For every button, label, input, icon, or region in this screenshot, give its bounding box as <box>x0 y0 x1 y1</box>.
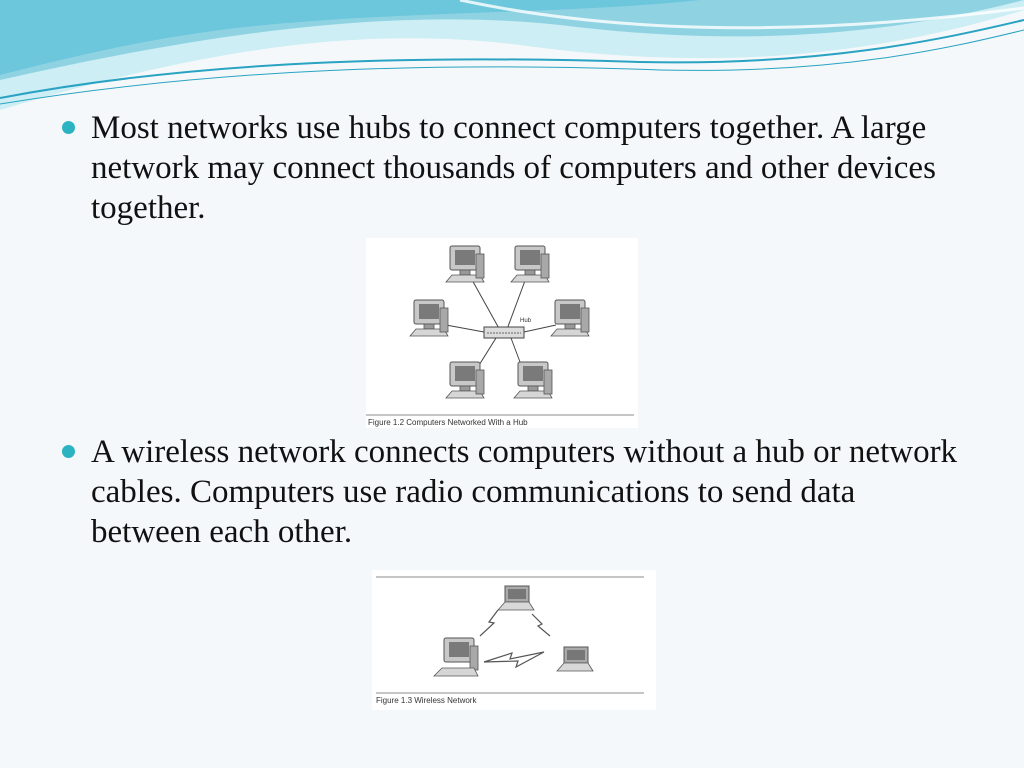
figure-hub-network: Hub Figure 1.2 Computers Networked With … <box>366 238 638 428</box>
hub-network-diagram: Hub <box>366 245 634 416</box>
computer-icon <box>445 245 485 283</box>
radio-signal-icon <box>479 609 551 669</box>
bullet-item-hubs: Most networks use hubs to connect comput… <box>62 108 962 228</box>
header-wave-decoration <box>0 0 1024 110</box>
hub-device-icon <box>483 326 525 339</box>
laptop-icon <box>556 646 594 672</box>
bullet-text: A wireless network connects computers wi… <box>91 434 958 550</box>
bullet-text: Most networks use hubs to connect comput… <box>91 110 936 226</box>
bullet-dot-icon <box>62 121 75 134</box>
computer-icon <box>510 245 550 283</box>
computer-icon <box>445 361 485 399</box>
computer-icon <box>433 637 479 677</box>
laptop-icon <box>497 585 535 611</box>
computer-icon <box>513 361 553 399</box>
computer-icon <box>409 299 449 337</box>
wireless-network-diagram <box>376 576 644 694</box>
figure-wireless-network: Figure 1.3 Wireless Network <box>372 570 656 710</box>
hub-label: Hub <box>520 318 532 324</box>
figure-caption: Figure 1.2 Computers Networked With a Hu… <box>368 418 528 427</box>
bullet-item-wireless: A wireless network connects computers wi… <box>62 432 962 552</box>
bullet-dot-icon <box>62 445 75 458</box>
figure-caption: Figure 1.3 Wireless Network <box>376 696 477 705</box>
computer-icon <box>550 299 590 337</box>
